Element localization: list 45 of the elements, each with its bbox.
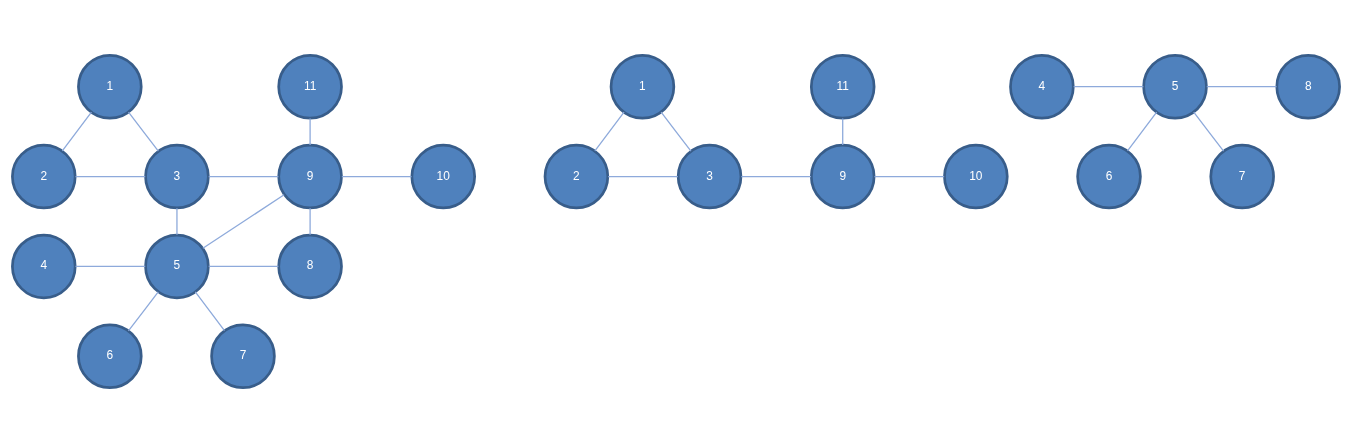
connector — [341, 175, 413, 178]
node-circle: 9 — [809, 143, 876, 210]
node-circle: 5 — [1142, 53, 1208, 120]
connector — [873, 175, 945, 178]
node-circle: 8 — [277, 233, 343, 300]
node-circle: 4 — [11, 233, 77, 300]
node-circle: 8 — [1275, 53, 1341, 120]
connector — [1126, 111, 1158, 152]
node-circle: 2 — [11, 143, 77, 210]
node-circle: 4 — [1009, 53, 1075, 120]
connector — [1206, 86, 1278, 88]
connector — [607, 175, 679, 178]
connector — [1193, 111, 1225, 152]
node-circle: 7 — [210, 323, 276, 390]
connector — [61, 111, 93, 152]
connector — [74, 175, 146, 178]
connector — [208, 265, 280, 268]
connector — [208, 175, 280, 178]
node-circle: 11 — [277, 53, 343, 120]
connector — [594, 111, 625, 152]
node-circle: 10 — [943, 143, 1009, 210]
connector — [194, 291, 226, 332]
connector — [1073, 86, 1144, 88]
connector — [740, 175, 812, 178]
node-circle: 3 — [676, 143, 743, 210]
connector — [202, 194, 285, 249]
node-circle: 10 — [410, 143, 476, 210]
node-circle: 6 — [77, 323, 143, 390]
node-circle: 1 — [77, 53, 143, 120]
connector — [127, 291, 159, 332]
node-circle: 3 — [144, 143, 210, 210]
node-circle: 1 — [609, 53, 676, 120]
node-circle: 5 — [144, 233, 210, 300]
node-circle: 7 — [1209, 143, 1275, 210]
connector — [309, 117, 311, 146]
connector — [660, 111, 692, 152]
connector — [176, 207, 178, 236]
connector — [842, 117, 844, 146]
node-circle: 6 — [1076, 143, 1142, 210]
connector — [74, 265, 146, 268]
node-circle: 2 — [543, 143, 610, 210]
connector — [127, 111, 159, 152]
node-circle: 9 — [277, 143, 343, 210]
connector — [309, 207, 311, 236]
node-circle: 11 — [809, 53, 876, 120]
